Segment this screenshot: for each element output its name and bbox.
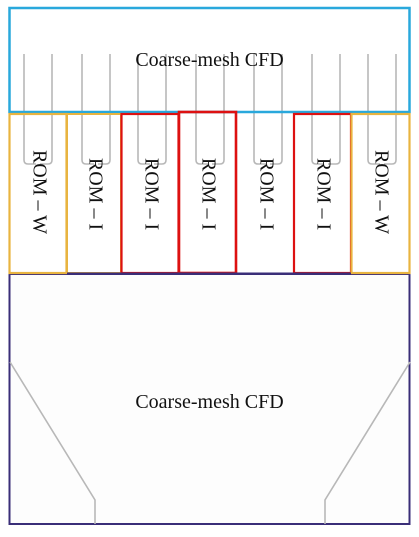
top-cfd-label: Coarse-mesh CFD	[135, 49, 283, 71]
rod-line-0	[23, 54, 36, 165]
rod-line-12	[367, 54, 380, 165]
rom-label-1: ROM – I	[84, 158, 106, 230]
rom-label-2: ROM – I	[140, 158, 162, 230]
rom-box-w-right	[350, 112, 411, 275]
rod-line-4	[137, 54, 150, 165]
rom-label-3: ROM – I	[197, 158, 219, 230]
rod-line-6	[195, 54, 208, 165]
rod-geometry-lines	[23, 54, 397, 165]
plenum-outline	[9, 361, 411, 524]
rod-line-1	[40, 54, 53, 165]
rod-line-10	[311, 54, 324, 165]
rod-line-9	[270, 54, 283, 165]
rod-line-13	[384, 54, 397, 165]
rod-line-8	[253, 54, 266, 165]
rom-label-4: ROM – I	[255, 158, 277, 230]
rod-line-7	[212, 54, 225, 165]
rod-line-11	[328, 54, 341, 165]
rod-line-5	[154, 54, 167, 165]
rom-label-0: ROM – W	[28, 150, 50, 234]
rom-label-5: ROM – I	[312, 158, 334, 230]
rom-label-6: ROM – W	[370, 150, 392, 234]
bottom-cfd-label: Coarse-mesh CFD	[135, 391, 283, 413]
rod-line-2	[81, 54, 94, 165]
bottom-cfd-region	[8, 273, 411, 525]
rod-line-3	[98, 54, 111, 165]
